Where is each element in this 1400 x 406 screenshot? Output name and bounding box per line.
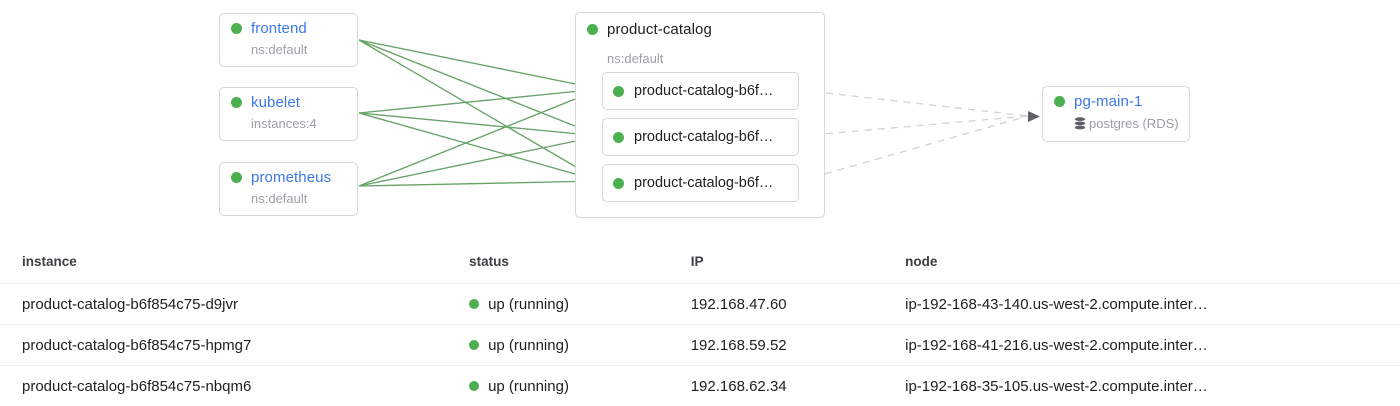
cell-status: up (running) [469, 325, 691, 366]
edge-frontend-to-instance-2 [359, 40, 600, 136]
cell-node: ip-192-168-43-140.us-west-2.compute.inte… [905, 284, 1400, 325]
node-title: prometheus [251, 170, 331, 185]
status-label: up (running) [488, 337, 569, 354]
cell-node: ip-192-168-35-105.us-west-2.compute.inte… [905, 366, 1400, 406]
node-subtitle: ns:default [251, 42, 345, 57]
cell-node: ip-192-168-41-216.us-west-2.compute.inte… [905, 325, 1400, 366]
status-dot-icon [613, 86, 624, 97]
status-badge: up (running) [469, 296, 691, 313]
table-header: instance status IP node [0, 248, 1400, 284]
status-dot-icon [469, 299, 479, 309]
edge-kubelet-to-instance-2 [359, 113, 600, 136]
instances-table: instance status IP node product-catalog-… [0, 248, 1400, 406]
table-body: product-catalog-b6f854c75-d9jvr up (runn… [0, 284, 1400, 406]
table-row[interactable]: product-catalog-b6f854c75-nbqm6 up (runn… [0, 366, 1400, 406]
topology-instance-node-1[interactable]: product-catalog-b6f… [602, 72, 799, 110]
cell-ip: 192.168.59.52 [691, 325, 905, 366]
instance-node-label: product-catalog-b6f… [634, 175, 773, 191]
group-subtitle: ns:default [607, 51, 663, 66]
node-subtitle: ns:default [251, 191, 345, 206]
status-badge: up (running) [469, 337, 691, 354]
instance-node-label: product-catalog-b6f… [634, 83, 773, 99]
status-dot-icon [613, 178, 624, 189]
status-label: up (running) [488, 296, 569, 313]
database-icon [1074, 117, 1086, 130]
status-dot-icon [469, 340, 479, 350]
edge-instance-2-to-database [800, 116, 1028, 136]
database-title: pg-main-1 [1074, 94, 1142, 109]
edge-prometheus-to-instance-2 [359, 136, 600, 186]
cell-ip: 192.168.47.60 [691, 284, 905, 325]
service-topology-graph: frontend ns:default kubelet instances:4 … [0, 0, 1400, 238]
database-arrowhead [1028, 111, 1040, 122]
group-title: product-catalog [607, 22, 712, 37]
status-dot-icon [469, 381, 479, 391]
database-subtitle-label: postgres (RDS) [1089, 116, 1179, 131]
database-subtitle-row: postgres (RDS) [1074, 116, 1177, 131]
status-dot-icon [231, 23, 242, 34]
edge-instance-1-to-database [800, 90, 1028, 116]
cell-status: up (running) [469, 284, 691, 325]
column-header-ip[interactable]: IP [691, 248, 905, 284]
topology-instance-node-2[interactable]: product-catalog-b6f… [602, 118, 799, 156]
table-header-row: instance status IP node [0, 248, 1400, 284]
cell-status: up (running) [469, 366, 691, 406]
column-header-status[interactable]: status [469, 248, 691, 284]
group-header: product-catalog [587, 22, 712, 37]
edge-prometheus-to-instance-1 [359, 89, 600, 186]
status-dot-icon [613, 132, 624, 143]
topology-node-prometheus[interactable]: prometheus ns:default [219, 162, 358, 216]
status-badge: up (running) [469, 378, 691, 395]
status-dot-icon [231, 97, 242, 108]
edge-kubelet-to-instance-1 [359, 89, 600, 113]
edge-kubelet-to-instance-3 [359, 113, 600, 181]
cell-ip: 192.168.62.34 [691, 366, 905, 406]
table-row[interactable]: product-catalog-b6f854c75-hpmg7 up (runn… [0, 325, 1400, 366]
status-dot-icon [1054, 96, 1065, 107]
instance-node-label: product-catalog-b6f… [634, 129, 773, 145]
cell-instance: product-catalog-b6f854c75-nbqm6 [0, 366, 469, 406]
column-header-node[interactable]: node [905, 248, 1400, 284]
node-title: frontend [251, 21, 307, 36]
topology-instance-node-3[interactable]: product-catalog-b6f… [602, 164, 799, 202]
node-title: kubelet [251, 95, 300, 110]
edge-frontend-to-instance-3 [359, 40, 600, 181]
instances-table-container: instance status IP node product-catalog-… [0, 248, 1400, 406]
topology-node-kubelet[interactable]: kubelet instances:4 [219, 87, 358, 141]
edge-prometheus-to-instance-3 [359, 181, 600, 186]
cell-instance: product-catalog-b6f854c75-d9jvr [0, 284, 469, 325]
topology-node-frontend[interactable]: frontend ns:default [219, 13, 358, 67]
green-edges [359, 40, 600, 186]
node-subtitle: instances:4 [251, 116, 345, 131]
status-label: up (running) [488, 378, 569, 395]
topology-node-database[interactable]: pg-main-1 postgres (RDS) [1042, 86, 1190, 142]
dashed-edges [800, 90, 1028, 181]
edge-instance-3-to-database [800, 116, 1028, 181]
status-dot-icon [587, 24, 598, 35]
status-dot-icon [231, 172, 242, 183]
table-row[interactable]: product-catalog-b6f854c75-d9jvr up (runn… [0, 284, 1400, 325]
cell-instance: product-catalog-b6f854c75-hpmg7 [0, 325, 469, 366]
edge-frontend-to-instance-1 [359, 40, 600, 89]
column-header-instance[interactable]: instance [0, 248, 469, 284]
topology-group-product-catalog[interactable]: product-catalog ns:default product-catal… [575, 12, 825, 218]
